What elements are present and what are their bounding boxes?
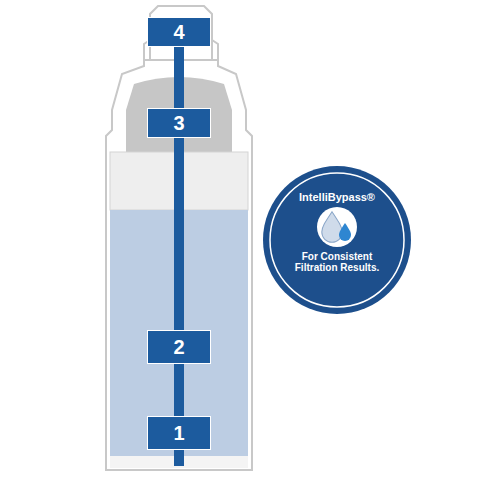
cartridge-housing: [106, 60, 252, 470]
badge-text: For Consistent Filtration Results.: [287, 251, 387, 273]
callout-number: 1: [173, 422, 184, 444]
callout-number: 2: [173, 336, 184, 358]
flow-bar: [174, 448, 184, 466]
flow-bar: [174, 138, 184, 330]
callout-box: 4: [147, 17, 211, 47]
badge-text: IntelliBypass®: [299, 191, 375, 204]
badge-circle: IntelliBypass® For Consistent Filtration …: [262, 165, 412, 315]
callout-box: 2: [147, 330, 211, 364]
callout-number: 4: [173, 21, 184, 43]
callout-number: 3: [173, 112, 184, 134]
badge-graphic: [262, 165, 412, 315]
flow-bar: [174, 364, 184, 416]
callout-box: 3: [147, 108, 211, 138]
callout-box: 1: [147, 416, 211, 450]
flow-bar: [174, 47, 184, 108]
